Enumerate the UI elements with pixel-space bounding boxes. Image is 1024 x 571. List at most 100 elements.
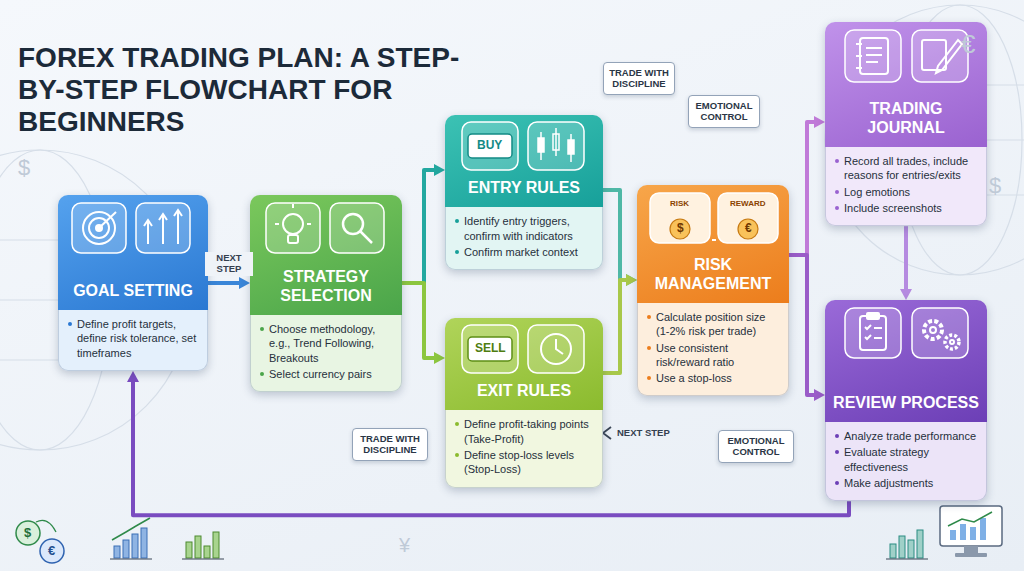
connector-line bbox=[402, 170, 436, 283]
notebook-icon bbox=[856, 44, 862, 68]
flow-arrow bbox=[208, 277, 250, 289]
callout-box: TRADE WITH DISCIPLINE bbox=[352, 428, 428, 461]
candlestick-icon bbox=[528, 122, 584, 170]
candlestick-icon bbox=[555, 128, 557, 156]
bar-chart-icon bbox=[110, 518, 152, 559]
process-box: RISK MANAGEMENT Calculate position size (… bbox=[637, 185, 789, 396]
callout-box: EMOTIONAL CONTROL bbox=[718, 430, 794, 463]
box-body: Define profit targets, define risk toler… bbox=[58, 310, 208, 371]
currency-watermark: $ bbox=[18, 156, 30, 180]
currency-symbol: $ bbox=[677, 222, 684, 235]
notebook-icon bbox=[866, 48, 882, 62]
buy-button-icon bbox=[462, 122, 518, 170]
step-note: NEXT STEP bbox=[617, 428, 670, 438]
box-title: ENTRY RULES bbox=[453, 179, 595, 197]
bar-chart-icon bbox=[182, 532, 224, 559]
bullet-text: Analyze trade performance bbox=[834, 429, 978, 443]
box-title: STRATEGY SELECTION bbox=[258, 268, 394, 305]
process-box: EXIT RULESDefine profit-taking points (T… bbox=[445, 318, 603, 488]
callout-box: TRADE WITH DISCIPLINE bbox=[603, 62, 675, 95]
box-body: Define profit-taking points (Take-Profit… bbox=[445, 410, 603, 487]
bar-chart-icon bbox=[114, 546, 120, 558]
pencil-icon bbox=[922, 40, 946, 70]
gears-icon bbox=[945, 335, 959, 349]
buy-button-icon bbox=[468, 134, 512, 158]
gears-icon bbox=[912, 308, 968, 358]
clock-icon bbox=[528, 325, 584, 373]
monitor-icon bbox=[940, 506, 1002, 557]
magnifier-icon bbox=[343, 214, 363, 234]
buy-button-icon bbox=[462, 122, 518, 170]
growth-icon bbox=[174, 210, 182, 244]
sell-button-icon bbox=[468, 337, 512, 361]
monitor-icon bbox=[970, 527, 976, 540]
flow-arrow bbox=[789, 255, 825, 401]
callout-box: EMOTIONAL CONTROL bbox=[688, 95, 760, 128]
connector-line bbox=[603, 190, 628, 280]
clipboard-icon bbox=[845, 308, 901, 358]
bullet-text: Define profit-taking points (Take-Profit… bbox=[454, 417, 594, 446]
bar-chart-icon bbox=[186, 542, 192, 558]
pencil-icon bbox=[912, 30, 968, 82]
arrowhead bbox=[814, 389, 825, 401]
target-icon bbox=[89, 218, 109, 238]
flow-arrow bbox=[603, 274, 637, 373]
clock-icon bbox=[541, 334, 571, 364]
magnifier-icon bbox=[360, 231, 372, 243]
coin-icons bbox=[16, 521, 40, 545]
candlestick-icon bbox=[540, 132, 542, 160]
bar-chart-icon bbox=[886, 559, 928, 560]
connector-line bbox=[603, 280, 628, 373]
risk-reward-icon bbox=[650, 193, 778, 243]
arrowhead bbox=[434, 352, 445, 364]
currency-watermark: € bbox=[961, 30, 975, 59]
gears-icon bbox=[912, 308, 968, 358]
bullet-text: Make adjustments bbox=[834, 476, 978, 490]
clipboard-icon bbox=[865, 325, 882, 339]
flow-arrow bbox=[900, 226, 912, 300]
lightbulb-icon bbox=[266, 203, 320, 253]
currency-symbol: $ bbox=[24, 526, 31, 540]
risk-reward-icon bbox=[670, 219, 690, 239]
monitor-icon bbox=[964, 546, 978, 553]
box-body: Calculate position size (1-2% risk per t… bbox=[637, 303, 789, 396]
bullet-text: Log emotions bbox=[834, 185, 978, 199]
arrowhead bbox=[900, 289, 912, 300]
candlestick-icon bbox=[538, 138, 544, 152]
currency-watermark: $ bbox=[989, 174, 1001, 198]
box-header: STRATEGY SELECTION bbox=[250, 195, 402, 315]
box-header: RISK MANAGEMENT bbox=[637, 185, 789, 303]
arrowhead bbox=[626, 274, 637, 286]
currency-watermark: ¥ bbox=[399, 534, 410, 556]
arrowhead bbox=[626, 274, 637, 286]
bar-chart-icon bbox=[899, 536, 905, 558]
connector-line bbox=[208, 281, 241, 285]
bar-chart-icon bbox=[112, 518, 150, 540]
bullet-text: Evaluate strategy effectiveness bbox=[834, 445, 978, 474]
bullet-text: Calculate position size (1-2% risk per t… bbox=[646, 310, 780, 339]
bar-chart-icon bbox=[917, 530, 923, 558]
pencil-icon bbox=[936, 40, 962, 73]
flow-arrow bbox=[402, 164, 445, 283]
connector-line bbox=[789, 255, 816, 395]
coin-icons bbox=[16, 520, 64, 563]
monitor-icon bbox=[940, 506, 1002, 546]
monitor-icon bbox=[955, 553, 987, 557]
box-title: RISK MANAGEMENT bbox=[645, 256, 781, 293]
currency-symbol: € bbox=[48, 544, 55, 558]
callout-text: TRADE WITH DISCIPLINE bbox=[358, 433, 422, 456]
clipboard-icon bbox=[867, 313, 879, 319]
callout-text: TRADE WITH DISCIPLINE bbox=[609, 67, 669, 90]
bar-chart-icon bbox=[195, 536, 201, 558]
callout-text: EMOTIONAL CONTROL bbox=[724, 435, 788, 458]
title: FOREX TRADING PLAN: A STEP-BY-STEP FLOWC… bbox=[18, 42, 478, 139]
risk-reward-icon bbox=[650, 193, 710, 243]
monitor-icon bbox=[950, 530, 956, 540]
clock-icon bbox=[556, 339, 563, 354]
bar-chart-icon bbox=[132, 534, 138, 558]
box-title: TRADING JOURNAL bbox=[833, 100, 979, 137]
bar-chart-icon bbox=[908, 540, 914, 558]
callout-text: EMOTIONAL CONTROL bbox=[694, 100, 754, 123]
bar-chart-icon bbox=[204, 546, 210, 558]
